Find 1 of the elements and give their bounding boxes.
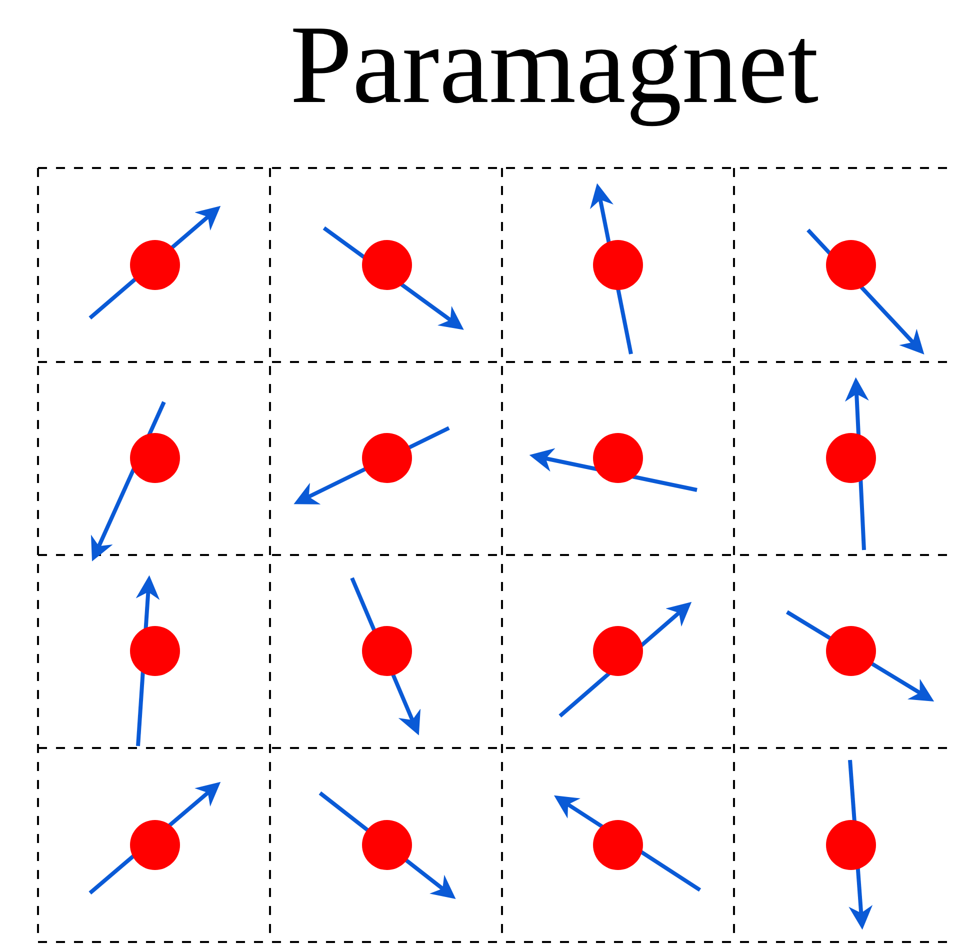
title: Paramagnet [290,2,819,129]
